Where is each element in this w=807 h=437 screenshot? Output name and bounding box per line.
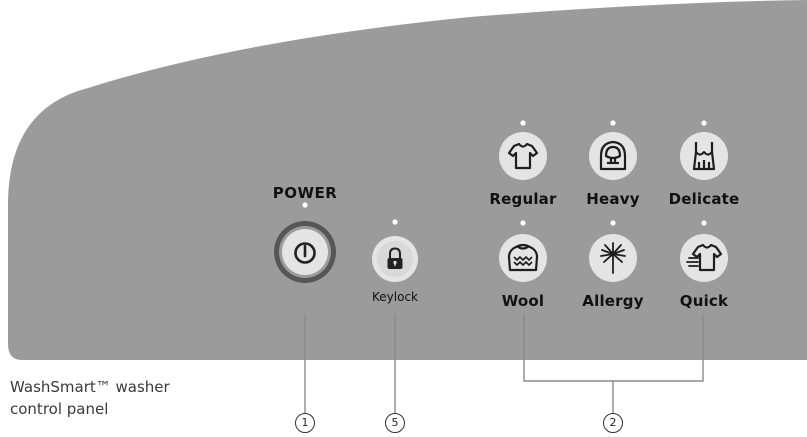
callout-number-keylock: 5 xyxy=(385,413,405,433)
tshirt-icon xyxy=(507,142,539,170)
camisole-icon xyxy=(692,142,716,171)
caption-line-1: WashSmart™ washer xyxy=(10,378,170,396)
cycle-label-delicate: Delicate xyxy=(668,190,740,208)
wool-indicator-light xyxy=(520,220,526,226)
power-button[interactable] xyxy=(274,221,336,283)
callout-number-power: 1 xyxy=(295,413,315,433)
cycle-button-quick[interactable] xyxy=(680,234,728,282)
cycle-label-allergy: Allergy xyxy=(582,292,644,310)
power-label: POWER xyxy=(272,184,338,202)
fast-shirt-icon xyxy=(686,243,723,272)
cycle-label-heavy: Heavy xyxy=(586,190,640,208)
dandelion-icon xyxy=(600,242,626,274)
quick-indicator-light xyxy=(701,220,707,226)
cycle-button-allergy[interactable] xyxy=(589,234,637,282)
keylock-label: Keylock xyxy=(372,290,418,304)
lock-icon xyxy=(387,247,403,269)
cycle-label-quick: Quick xyxy=(679,292,729,310)
indicator-lights xyxy=(302,120,707,226)
cycle-button-wool[interactable] xyxy=(499,234,547,282)
allergy-indicator-light xyxy=(610,220,616,226)
cycle-label-wool: Wool xyxy=(501,292,545,310)
sweater-icon xyxy=(507,243,539,272)
cycle-label-regular: Regular xyxy=(489,190,557,208)
cycle-button-regular[interactable] xyxy=(499,132,547,180)
panel-caption: WashSmart™ washer control panel xyxy=(10,376,170,420)
power-icon xyxy=(294,242,316,264)
delicate-indicator-light xyxy=(701,120,707,126)
caption-line-2: control panel xyxy=(10,400,109,418)
keylock-button[interactable] xyxy=(372,236,418,282)
callout-leaders xyxy=(304,314,704,413)
keylock-indicator-light xyxy=(392,219,398,225)
heavy-indicator-light xyxy=(610,120,616,126)
hoodie-icon xyxy=(599,140,627,171)
cycle-button-heavy[interactable] xyxy=(589,132,637,180)
callout-number-cycles: 2 xyxy=(603,413,623,433)
regular-indicator-light xyxy=(520,120,526,126)
power-indicator-light xyxy=(302,202,308,208)
cycle-button-delicate[interactable] xyxy=(680,132,728,180)
